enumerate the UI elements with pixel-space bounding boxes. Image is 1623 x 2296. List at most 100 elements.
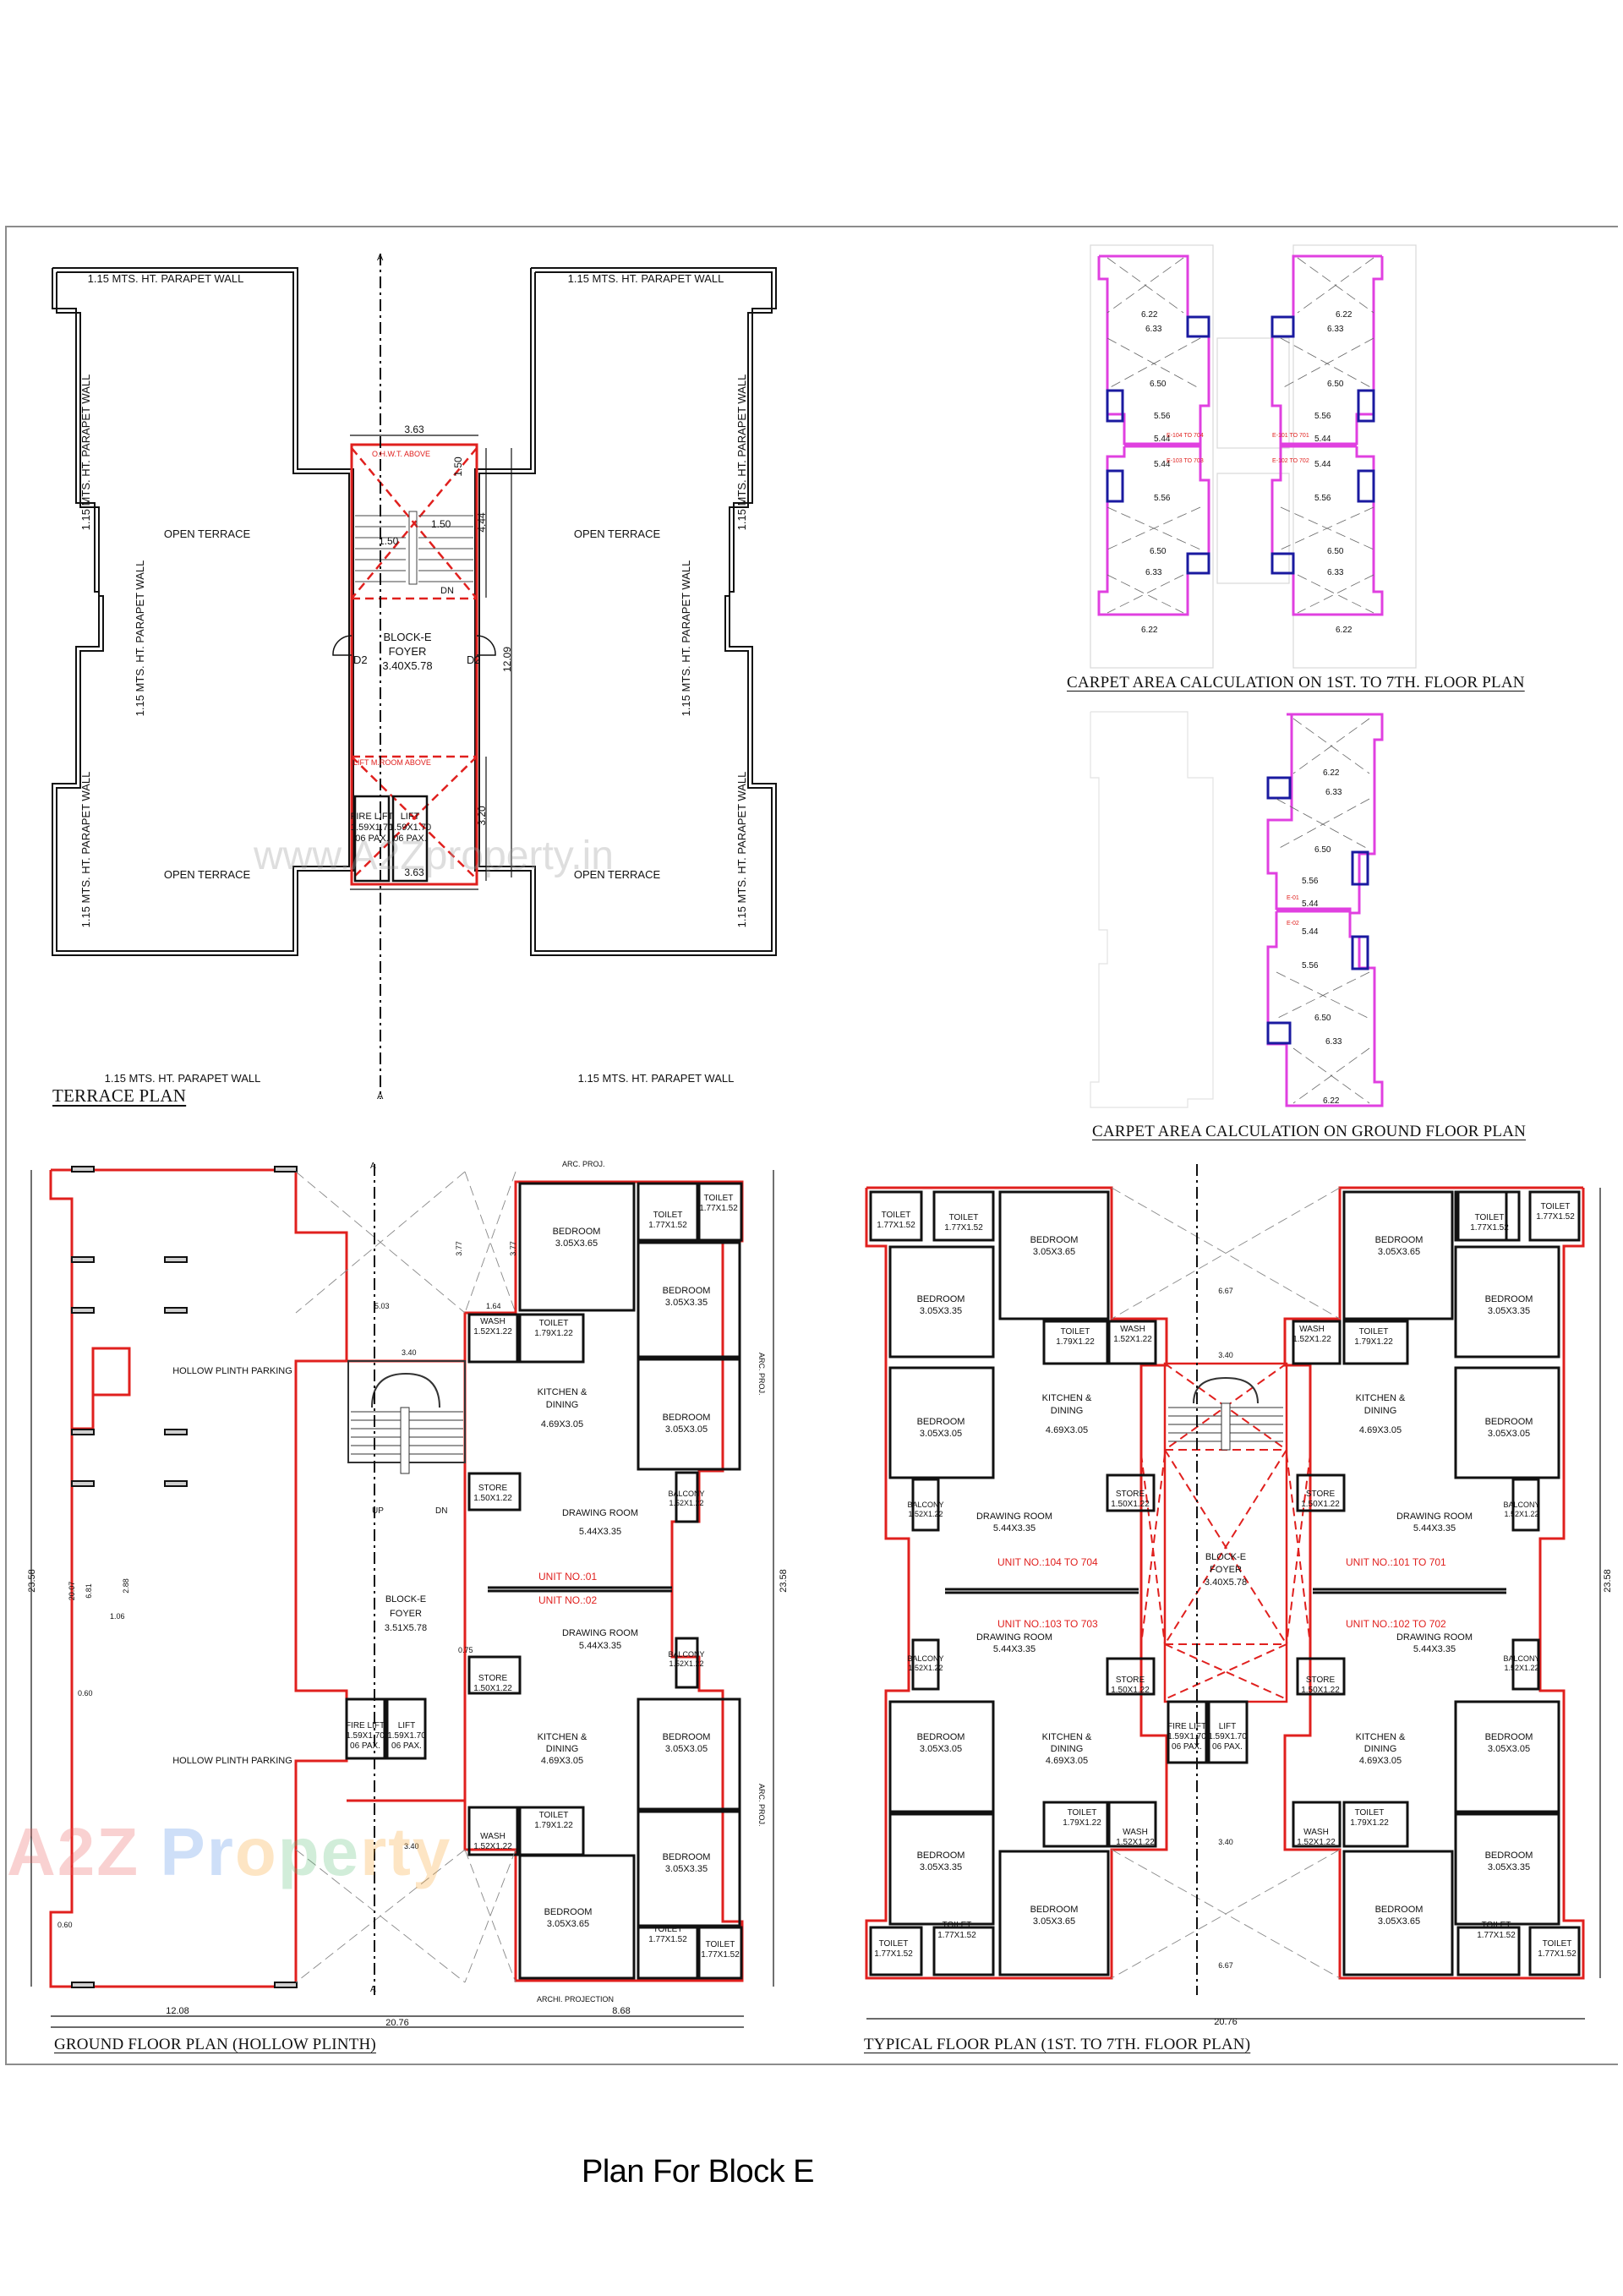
room-size: 1.79X1.22 — [1354, 1337, 1393, 1347]
room-label: TOILET — [882, 1211, 911, 1220]
room-size: 3.05X3.35 — [920, 1306, 962, 1316]
parapet-label: 1.15 MTS. HT. PARAPET WALL — [735, 374, 748, 531]
arc-projection-label: ARC. PROJ. — [757, 1784, 766, 1827]
room-label: TOILET — [539, 1319, 569, 1328]
room-label: DRAWING ROOM — [562, 1628, 638, 1638]
dimension: 5.03 — [374, 1302, 390, 1310]
room-label: BEDROOM — [663, 1852, 711, 1862]
room-label: WASH — [1299, 1325, 1325, 1334]
dimension: 8.68 — [612, 2006, 630, 2016]
lift-label: LIFT — [1219, 1722, 1237, 1731]
room-size: 3.05X3.05 — [1488, 1744, 1530, 1754]
room-size: 1.79X1.22 — [534, 1821, 573, 1830]
room-label: BEDROOM — [917, 1294, 965, 1304]
zone-dimension: 6.50 — [1150, 380, 1167, 389]
zone-dimension: 5.56 — [1302, 961, 1319, 970]
room-size: 1.77X1.52 — [648, 1221, 687, 1230]
open-terrace-label: OPEN TERRACE — [574, 528, 661, 540]
lift-size: 1.59X1.70 — [1208, 1732, 1247, 1741]
dimension: 23.58 — [779, 1569, 789, 1593]
room-size: 4.69X3.05 — [1046, 1756, 1088, 1766]
dimension: 1.50 — [379, 535, 399, 547]
carpet-ground-unit-tags: E-01 E-02 — [1287, 895, 1299, 927]
room-size: 4.69X3.05 — [541, 1756, 583, 1766]
dimension: 20.07 — [68, 1582, 76, 1601]
room-label: BEDROOM — [1485, 1294, 1533, 1304]
zone-dimension: 6.22 — [1336, 310, 1352, 320]
room-label: STORE — [1116, 1676, 1145, 1685]
room-label: BALCONY — [1503, 1501, 1539, 1509]
terrace-red-notes: O.H.W.T. ABOVE LIFT M.ROOM ABOVE — [353, 450, 431, 767]
room-size: 1.52X1.22 — [473, 1327, 512, 1337]
room-label: DRAWING ROOM — [976, 1632, 1052, 1643]
section-marker: A — [370, 1985, 376, 1994]
room-size: 5.44X3.35 — [1413, 1644, 1456, 1654]
room-size: 1.77X1.52 — [699, 1204, 738, 1213]
dimension: 4.44 — [476, 512, 488, 533]
typical-unit-labels: UNIT NO.:104 TO 704 UNIT NO.:101 TO 701 … — [997, 1556, 1446, 1630]
room-size: 3.05X3.05 — [1488, 1429, 1530, 1439]
room-size: 1.52X1.22 — [669, 1659, 703, 1668]
unit-tag: E-103 TO 703 — [1167, 458, 1204, 464]
parapet-label: 1.15 MTS. HT. PARAPET WALL — [79, 772, 92, 928]
room-size: 3.05X3.35 — [920, 1862, 962, 1872]
room-size: 3.05X3.35 — [1488, 1862, 1530, 1872]
parking-label: HOLLOW PLINTH PARKING — [172, 1366, 292, 1376]
lift-size: 1.59X1.70 — [389, 823, 431, 833]
terrace-right-parapet — [474, 267, 777, 956]
fire-lift-size: 1.59X1.70 — [351, 823, 393, 833]
room-label: BEDROOM — [1030, 1235, 1079, 1245]
zone-dimension: 6.50 — [1327, 547, 1344, 556]
lift-label: LIFT — [401, 812, 420, 822]
room-size: 1.50X1.22 — [1111, 1686, 1150, 1695]
room-size: 1.52X1.22 — [473, 1842, 512, 1851]
zone-dimension: 6.50 — [1327, 380, 1344, 389]
parapet-label: 1.15 MTS. HT. PARAPET WALL — [568, 272, 724, 285]
terrace-plan — [52, 254, 777, 1099]
room-label: WASH — [1123, 1828, 1148, 1837]
room-size: 1.79X1.22 — [1350, 1818, 1389, 1828]
ground-unit-labels: UNIT NO.:01 UNIT NO.:02 — [538, 1571, 597, 1606]
dimension: 6.67 — [1218, 1961, 1233, 1970]
ground-floor-labels: HOLLOW PLINTH PARKING HOLLOW PLINTH PARK… — [27, 1160, 789, 2028]
room-size: 4.69X3.05 — [541, 1419, 583, 1430]
room-label: BEDROOM — [917, 1417, 965, 1427]
dimension: 3.40 — [1218, 1838, 1233, 1846]
dimension: 3.40 — [1218, 1351, 1233, 1359]
room-label: DINING — [1051, 1744, 1084, 1754]
zone-dimension: 5.44 — [1302, 899, 1319, 909]
room-label: WASH — [1120, 1325, 1145, 1334]
fire-lift-capacity: 06 PAX. — [1172, 1742, 1202, 1752]
room-size: 1.52X1.22 — [1116, 1838, 1155, 1847]
room-label: TOILET — [653, 1925, 683, 1934]
dimension: 1.50 — [431, 518, 451, 530]
room-label: STORE — [1116, 1490, 1145, 1499]
room-label: TOILET — [879, 1939, 909, 1949]
room-label: DINING — [1051, 1406, 1084, 1416]
foyer-label: FOYER — [389, 645, 427, 658]
zone-dimension: 5.56 — [1154, 494, 1171, 503]
room-label: TOILET — [539, 1811, 569, 1820]
lift-capacity: 06 PAX. — [393, 834, 427, 844]
room-label: TOILET — [704, 1194, 734, 1203]
foyer-label: FOYER — [1210, 1565, 1242, 1575]
dimension: 1.06 — [110, 1612, 125, 1621]
room-label: STORE — [478, 1484, 508, 1493]
room-label: TOILET — [1061, 1327, 1090, 1337]
room-size: 1.77X1.52 — [944, 1223, 983, 1233]
room-label: BALCONY — [907, 1654, 943, 1663]
foyer-label: BLOCK-E — [1205, 1552, 1246, 1562]
zone-dimension: 6.22 — [1141, 310, 1158, 320]
carpet-typical-title: CARPET AREA CALCULATION ON 1ST. TO 7TH. … — [1067, 674, 1525, 692]
unit-tag: E-102 TO 702 — [1272, 458, 1309, 464]
room-size: 5.44X3.35 — [993, 1523, 1036, 1533]
unit-tag: E-02 — [1287, 921, 1299, 927]
room-size: 1.52X1.22 — [1504, 1664, 1538, 1672]
room-label: BEDROOM — [1485, 1850, 1533, 1861]
room-label: BEDROOM — [1375, 1235, 1424, 1245]
room-size: 3.05X3.65 — [547, 1919, 589, 1929]
zone-dimension: 5.44 — [1154, 435, 1171, 444]
ground-floor-plan — [30, 1164, 774, 2028]
foyer-label: FOYER — [390, 1609, 422, 1619]
